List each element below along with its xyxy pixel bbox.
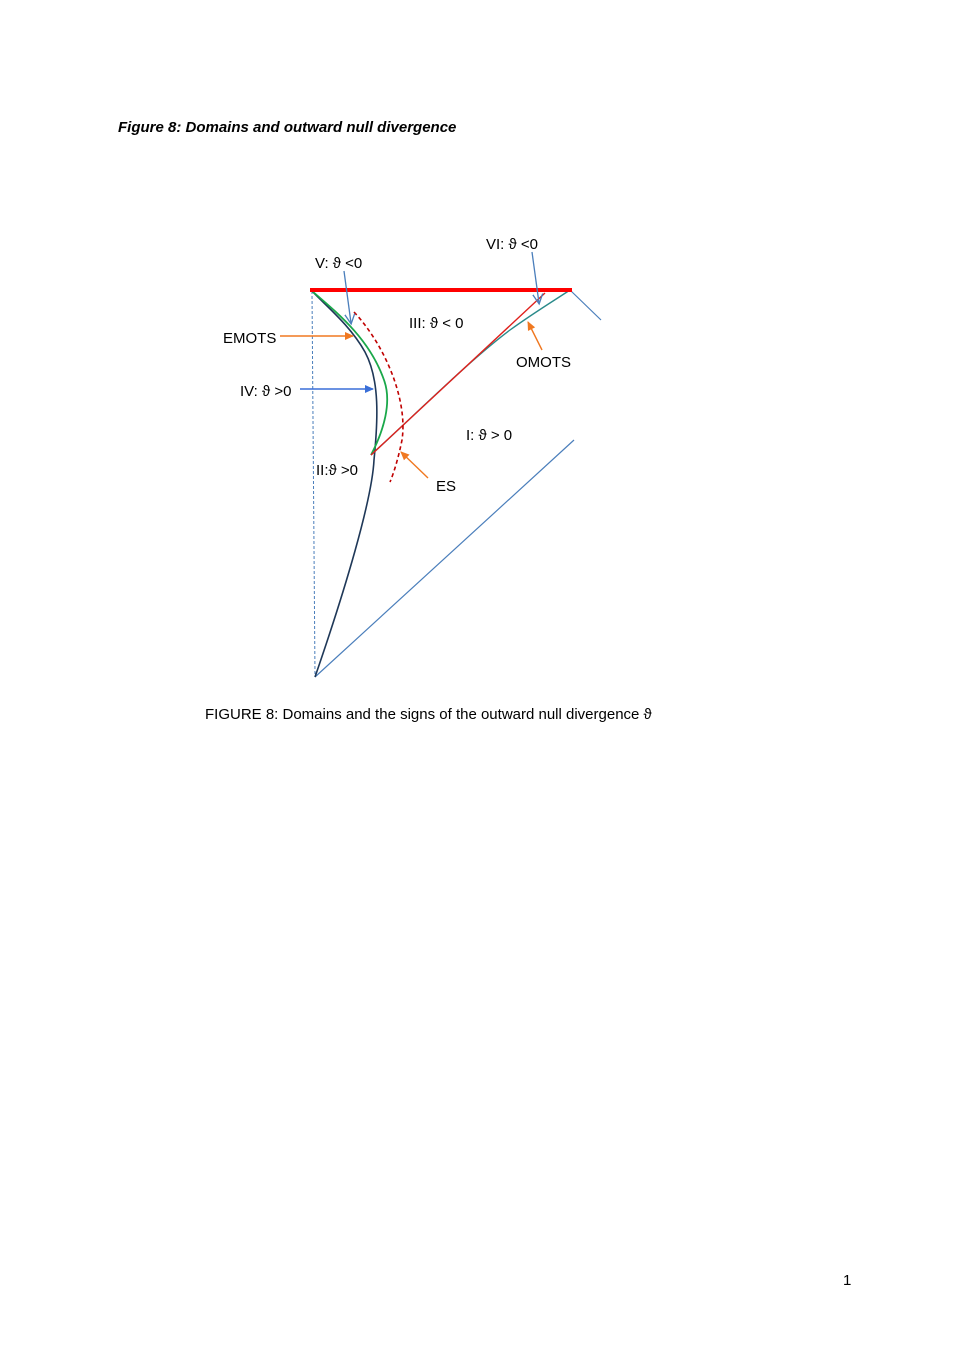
outer-boundary-line — [569, 289, 602, 321]
label-emots: EMOTS — [223, 330, 276, 347]
label-region-iii: III: ϑ < 0 — [409, 315, 463, 332]
figure-heading: Figure 8: Domains and outward null diver… — [118, 119, 457, 136]
center-axis-dashed — [311, 290, 316, 678]
label-region-v: V: ϑ <0 — [315, 255, 362, 272]
label-region-iv: IV: ϑ >0 — [240, 383, 291, 400]
ingoing-null-line — [314, 439, 575, 678]
label-region-vi: VI: ϑ <0 — [486, 236, 538, 253]
arrow-region-v — [343, 270, 351, 323]
label-es: ES — [436, 478, 456, 495]
event-horizon-line — [370, 292, 546, 456]
emots-curve — [311, 290, 388, 456]
arrow-es — [400, 451, 429, 479]
figure-caption: FIGURE 8: Domains and the signs of the o… — [205, 706, 652, 723]
label-omots: OMOTS — [516, 354, 571, 371]
arrow-omots — [527, 321, 543, 351]
page-number: 1 — [843, 1272, 852, 1289]
label-region-i: I: ϑ > 0 — [466, 427, 512, 444]
apparent-horizon-curve — [311, 290, 378, 678]
label-region-ii: II:ϑ >0 — [316, 462, 358, 479]
es-curve — [353, 311, 404, 483]
arrow-region-vi — [531, 251, 539, 303]
